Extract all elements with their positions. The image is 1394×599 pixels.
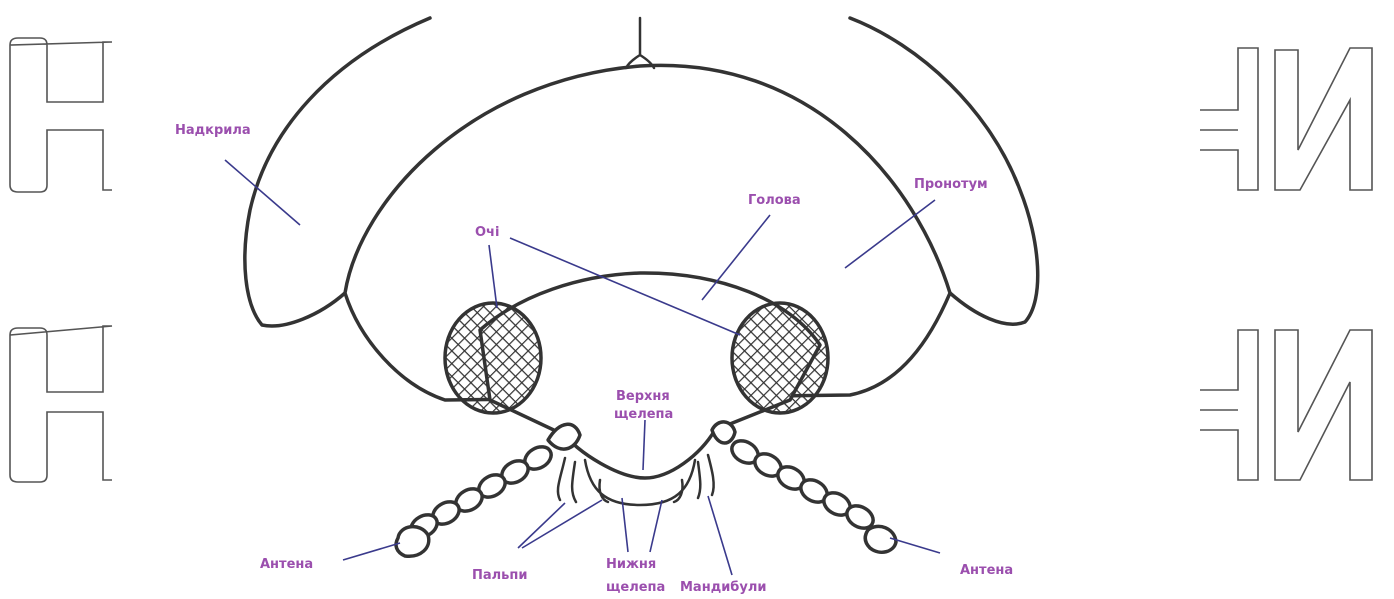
left-palp xyxy=(558,458,576,502)
label-mandibles: Мандибули xyxy=(680,580,766,595)
label-antenna-left: Антена xyxy=(260,557,313,572)
label-labium-line2: щелепа xyxy=(606,580,665,595)
glyph-right-bottom xyxy=(1200,330,1372,480)
label-head: Голова xyxy=(748,193,801,208)
left-eye xyxy=(445,303,541,413)
right-palp xyxy=(698,455,714,498)
left-antenna-club xyxy=(396,527,429,557)
label-elytra: Надкрила xyxy=(175,123,251,138)
label-pronotum: Пронотум xyxy=(914,177,988,192)
glyph-right-top xyxy=(1200,48,1372,190)
label-maxilla-line1: Верхня xyxy=(616,389,670,404)
right-mandible xyxy=(674,480,683,502)
right-antenna xyxy=(712,422,896,552)
label-antenna-right: Антена xyxy=(960,563,1013,578)
leader-labium-1 xyxy=(622,498,628,552)
label-eyes: Очі xyxy=(475,225,499,240)
glyph-left-top xyxy=(10,38,112,192)
label-maxilla-line2: щелепа xyxy=(614,407,673,422)
leader-labium-2 xyxy=(650,500,662,552)
leader-antenna-right xyxy=(890,538,940,553)
leader-antenna-left xyxy=(343,543,400,560)
right-antenna-club xyxy=(865,526,896,552)
leader-palps-2 xyxy=(522,500,602,548)
right-eye xyxy=(732,303,828,413)
right-antenna-base xyxy=(712,422,735,443)
label-palps: Пальпи xyxy=(472,568,528,583)
left-antenna xyxy=(396,424,580,556)
glyph-left-bottom xyxy=(10,326,112,482)
leader-mandibles xyxy=(708,496,732,575)
label-labium-line1: Нижня xyxy=(606,557,656,572)
